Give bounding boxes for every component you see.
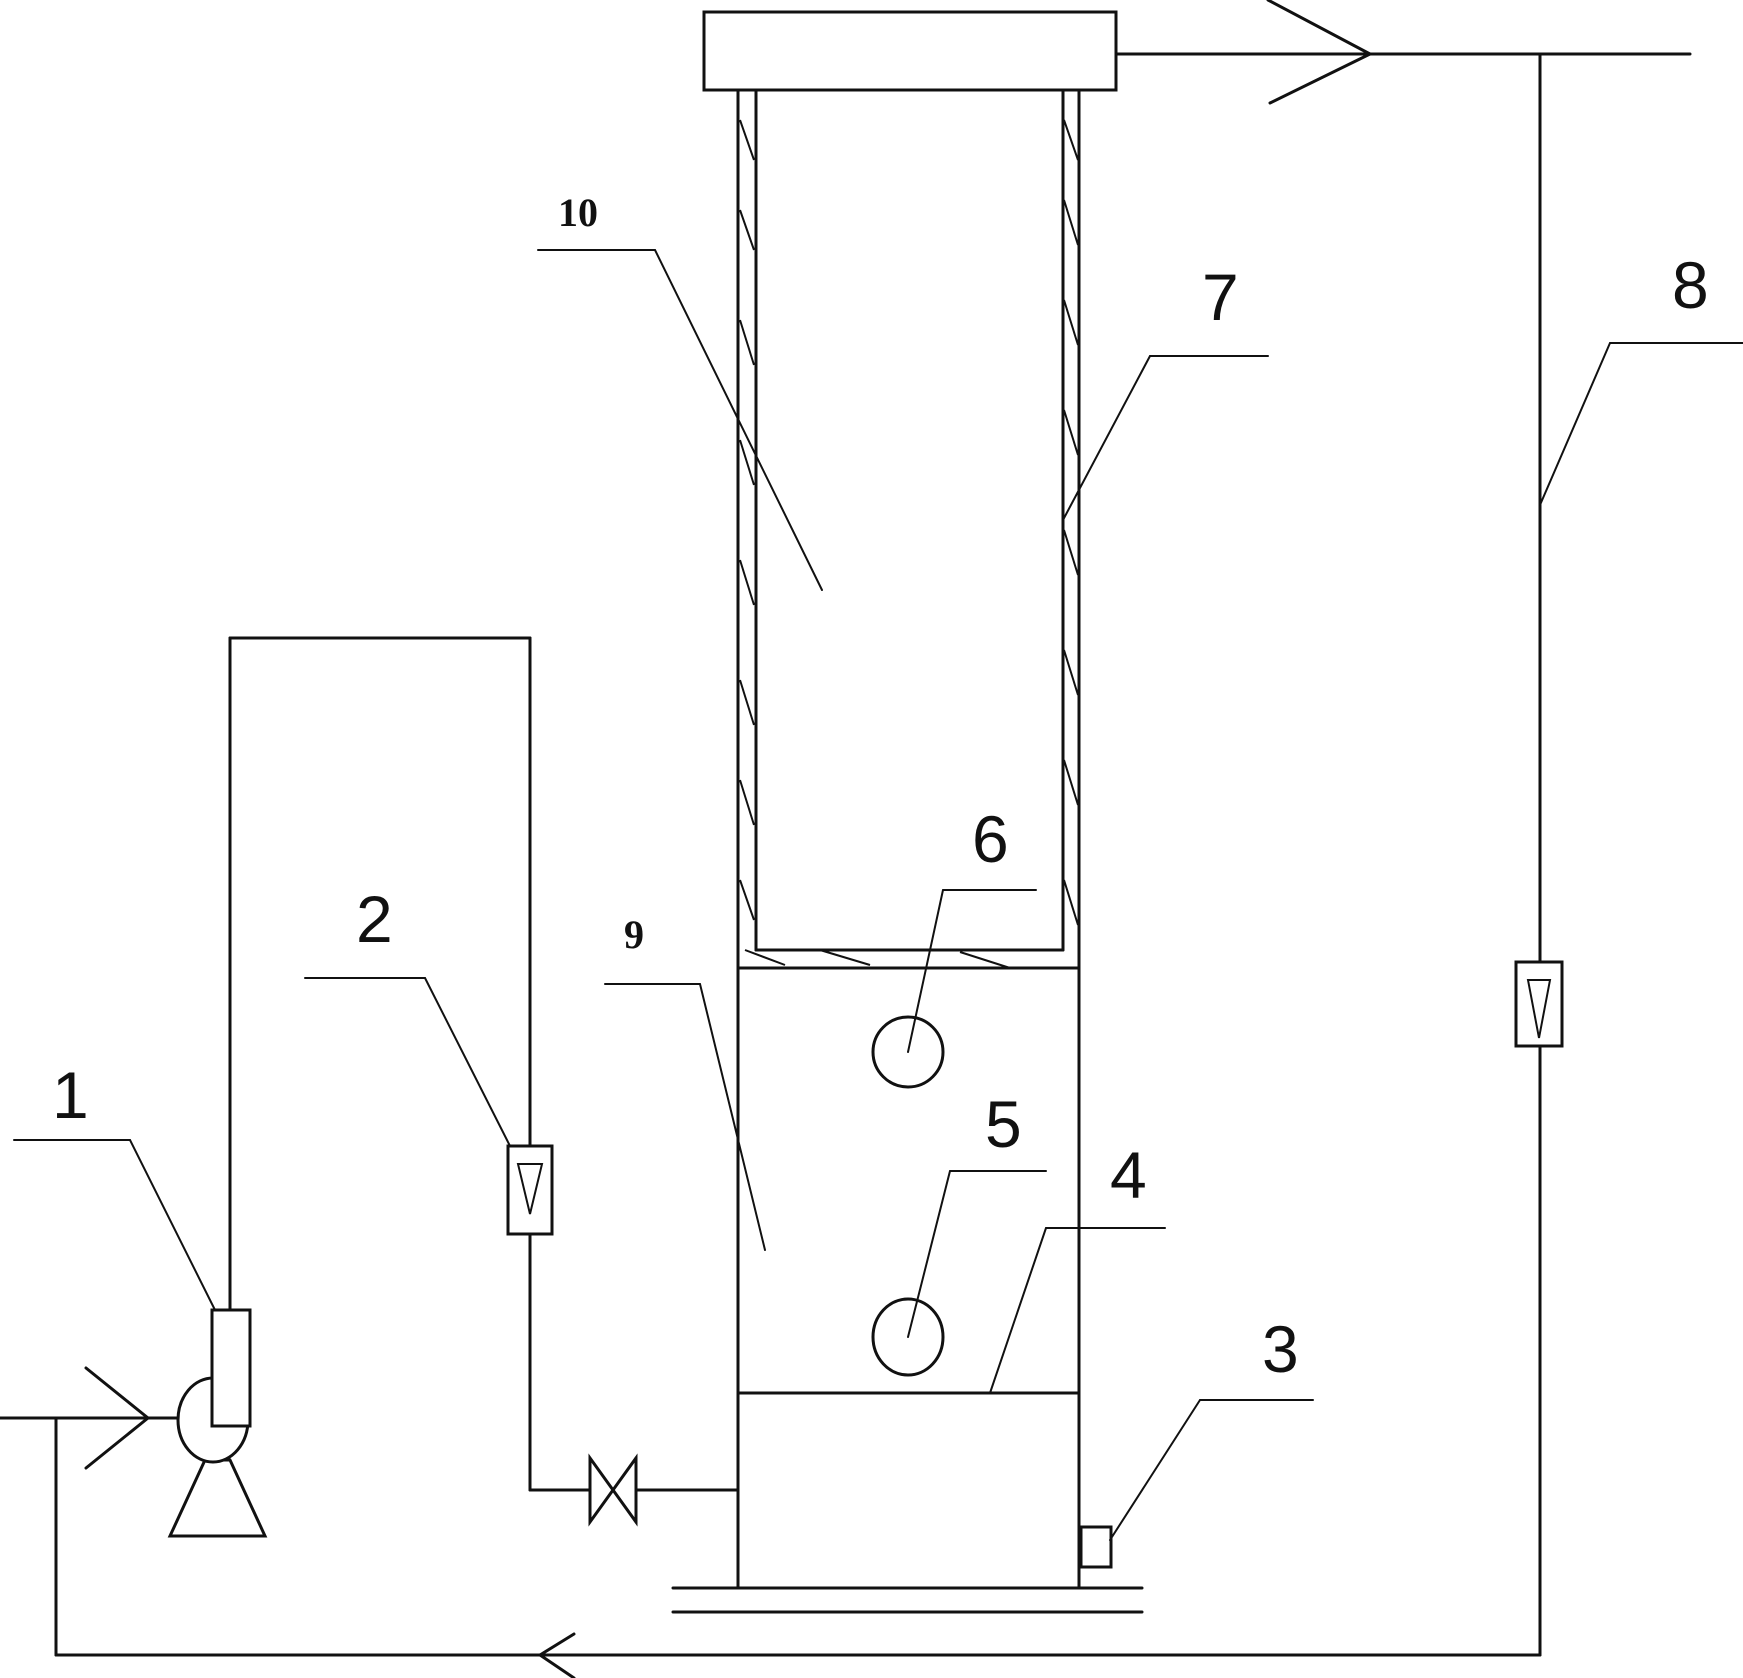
label-5: 5 <box>985 1087 1022 1161</box>
flowmeter-inlet <box>506 1144 554 1236</box>
leader-lines <box>13 249 1743 1541</box>
return-arrow <box>538 1632 576 1678</box>
label-4: 4 <box>1110 1138 1147 1212</box>
membrane-module <box>739 88 1079 969</box>
outlet-arrow <box>1266 0 1372 105</box>
flowmeter-return <box>1514 960 1564 1048</box>
return-line <box>54 52 1542 1657</box>
label-10: 10 <box>558 190 598 235</box>
component-3 <box>1079 1525 1113 1569</box>
membrane-hatching-bottom <box>744 949 1011 969</box>
pump <box>167 1308 268 1538</box>
reactor-column <box>671 88 1144 1614</box>
label-9: 9 <box>624 912 644 957</box>
label-7: 7 <box>1202 260 1239 334</box>
label-2: 2 <box>356 882 393 956</box>
top-collector <box>702 10 1118 92</box>
label-1: 1 <box>52 1058 89 1132</box>
membrane-hatching-right <box>1063 119 1079 926</box>
valve <box>588 1453 638 1527</box>
discharge-pipe <box>228 636 740 1492</box>
inlet-arrow <box>84 1366 150 1470</box>
label-6: 6 <box>972 802 1009 876</box>
label-3: 3 <box>1262 1312 1299 1386</box>
membrane-hatching-left <box>739 119 755 921</box>
label-8: 8 <box>1672 248 1709 322</box>
